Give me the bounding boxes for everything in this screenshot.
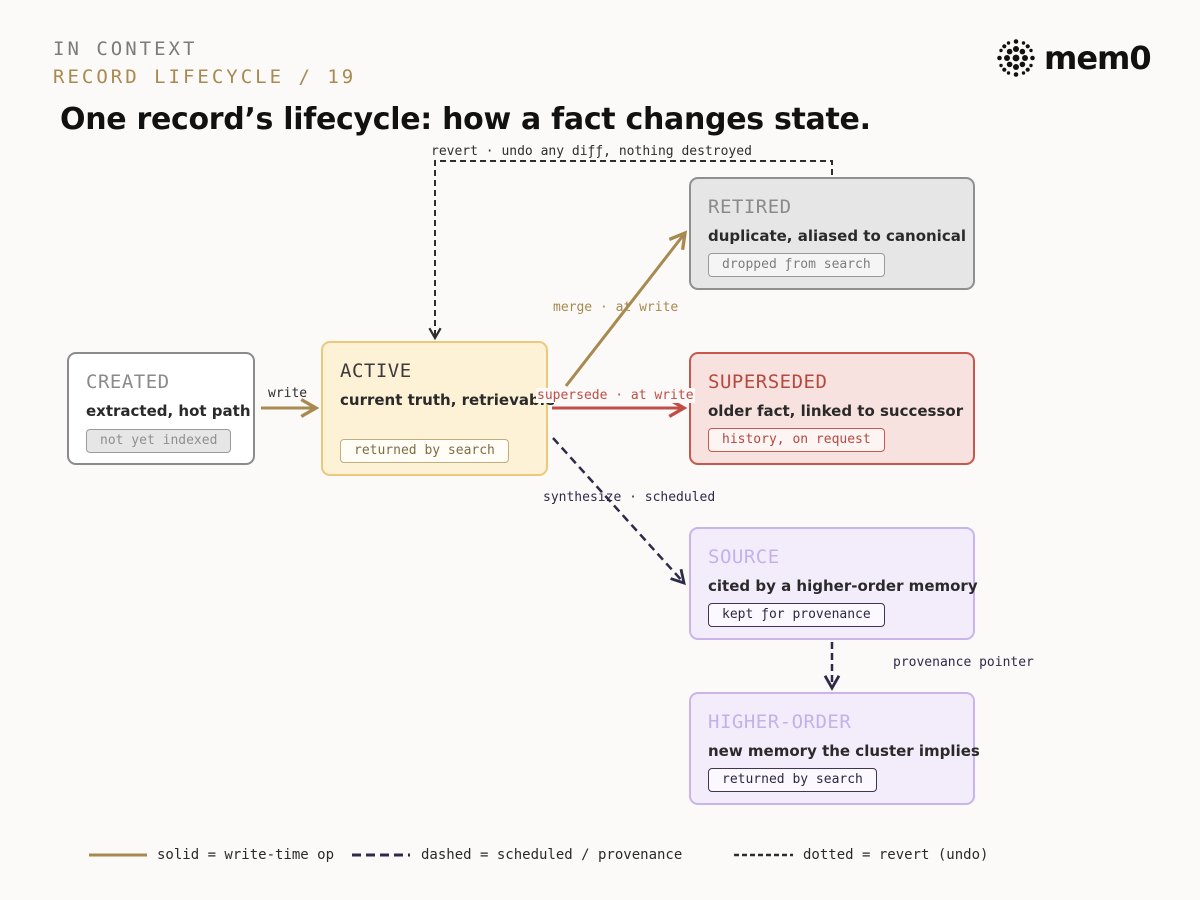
state-tag: returned by search	[340, 439, 509, 463]
state-name: ACTIVE	[340, 360, 412, 382]
legend-dotted-label: dotted = revert (undo)	[803, 847, 989, 863]
edge-label-provenance: provenance pointer	[893, 655, 1034, 670]
edge-label-supersede: supersede · at write	[536, 388, 695, 403]
state-tag: kept ƒor provenance	[708, 603, 885, 627]
state-tag: history, on request	[708, 428, 885, 452]
state-tag: not yet indexed	[86, 429, 232, 453]
edge-label-write: write	[268, 386, 308, 401]
brand-wordmark: mem0	[1044, 39, 1152, 77]
edge-revert	[428, 160, 833, 341]
legend-solid-label: solid = write-time op	[157, 847, 335, 863]
state-retired: RETIRED duplicate, aliased to canonical …	[689, 177, 975, 290]
page-title: One record’s lifecycle: how a fact chang…	[60, 102, 871, 137]
state-description: cited by a higher-order memory	[708, 577, 978, 595]
state-superseded: SUPERSEDED older fact, linked to success…	[689, 352, 975, 465]
state-name: SOURCE	[708, 546, 780, 568]
edge-synthesize	[552, 437, 686, 586]
state-description: current truth, retrievable	[340, 391, 556, 409]
state-description: duplicate, aliased to canonical	[708, 227, 966, 245]
edge-label-merge: merge · at write	[553, 300, 679, 315]
state-description: older fact, linked to successor	[708, 402, 964, 420]
state-higher-order: HIGHER-ORDER new memory the cluster impl…	[689, 692, 980, 805]
state-name: SUPERSEDED	[708, 371, 828, 393]
legend-dashed-label: dashed = scheduled / provenance	[421, 847, 683, 863]
state-description: new memory the cluster implies	[708, 742, 980, 760]
edge-label-revert: revert · undo any diƒƒ, nothing destroye…	[431, 144, 752, 159]
state-description: extracted, hot path	[86, 402, 251, 420]
state-tag: returned by search	[708, 768, 877, 792]
state-active: ACTIVE current truth, retrievable return…	[321, 341, 555, 476]
state-name: HIGHER-ORDER	[708, 711, 852, 733]
state-source: SOURCE cited by a higher-order memory ke…	[689, 527, 978, 640]
brand-logo: mem0	[996, 38, 1152, 78]
legend: solid = write-time op dashed = scheduled…	[0, 840, 1200, 870]
state-name: RETIRED	[708, 196, 792, 218]
eyebrow-section: IN CONTEXT	[53, 38, 198, 60]
eyebrow-slide-number: RECORD LIFECYCLE / 19	[53, 66, 357, 88]
state-tag: dropped ƒrom search	[708, 253, 885, 277]
edge-label-synthesize: synthesize · scheduled	[543, 490, 716, 505]
state-name: CREATED	[86, 371, 170, 393]
mem0-mark-icon	[997, 39, 1035, 77]
edge-merge	[564, 230, 688, 387]
state-created: CREATED extracted, hot path not yet inde…	[67, 352, 255, 465]
